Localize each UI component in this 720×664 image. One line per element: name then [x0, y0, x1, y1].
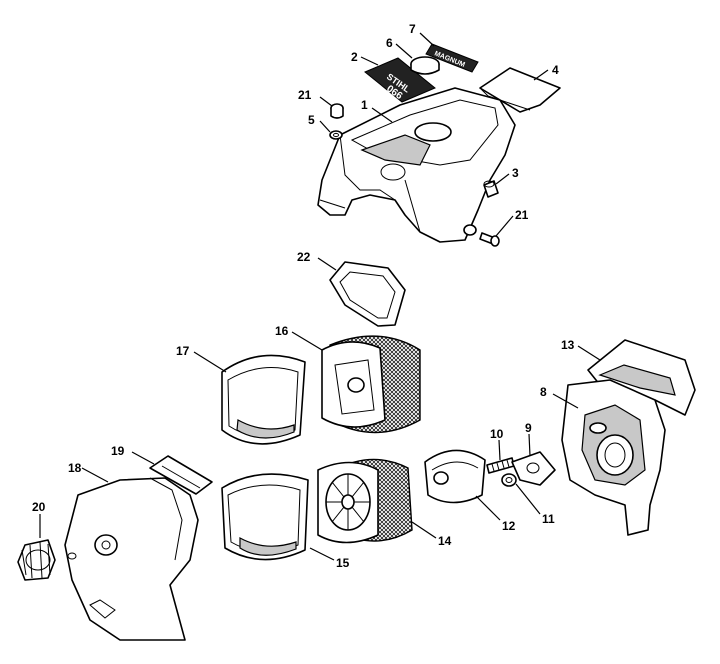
callout-6: 6 — [386, 36, 393, 50]
leader-lines — [39, 32, 601, 561]
pre-filter — [424, 449, 486, 504]
stud — [486, 457, 515, 474]
air-filter-upper — [321, 335, 421, 434]
knob — [17, 539, 56, 581]
callout-5: 5 — [308, 113, 315, 127]
top-shroud-cover — [317, 87, 516, 243]
callout-12: 12 — [502, 519, 516, 533]
filter-base-8 — [561, 379, 666, 536]
bracket — [511, 451, 556, 486]
callout-15: 15 — [336, 556, 350, 570]
callout-19: 19 — [111, 444, 125, 458]
callout-22: 22 — [297, 250, 311, 264]
callout-1: 1 — [361, 98, 368, 112]
callout-21-top: 21 — [298, 88, 312, 102]
callout-14: 14 — [438, 534, 452, 548]
callout-8: 8 — [540, 385, 547, 399]
callout-4: 4 — [552, 63, 559, 77]
callout-13: 13 — [561, 338, 575, 352]
cover-plate — [479, 67, 561, 113]
screw-right — [479, 232, 500, 247]
nut — [501, 473, 517, 487]
filter-cover-housing — [64, 477, 199, 641]
filter-band-upper — [221, 354, 306, 445]
air-filter-lower — [317, 458, 413, 544]
cap-plug — [410, 56, 440, 75]
callout-18: 18 — [68, 461, 82, 475]
callout-11: 11 — [542, 512, 555, 526]
filter-cover-13 — [587, 339, 696, 416]
grommet-washer — [329, 130, 343, 140]
callout-21-right: 21 — [515, 208, 529, 222]
callout-16: 16 — [275, 324, 289, 338]
callout-2: 2 — [351, 50, 358, 64]
callout-9: 9 — [525, 421, 532, 435]
callout-numbers: 7 6 2 4 21 1 5 3 21 22 16 17 13 8 10 9 1… — [32, 22, 575, 570]
callout-7: 7 — [409, 22, 416, 36]
filter-band-lower — [221, 473, 309, 561]
callout-10: 10 — [490, 427, 504, 441]
screw-top — [330, 103, 344, 119]
gasket — [329, 261, 406, 327]
filter-plate — [149, 455, 213, 495]
callout-17: 17 — [176, 344, 190, 358]
sleeve — [483, 180, 499, 198]
callout-3: 3 — [512, 166, 519, 180]
callout-20: 20 — [32, 500, 46, 514]
